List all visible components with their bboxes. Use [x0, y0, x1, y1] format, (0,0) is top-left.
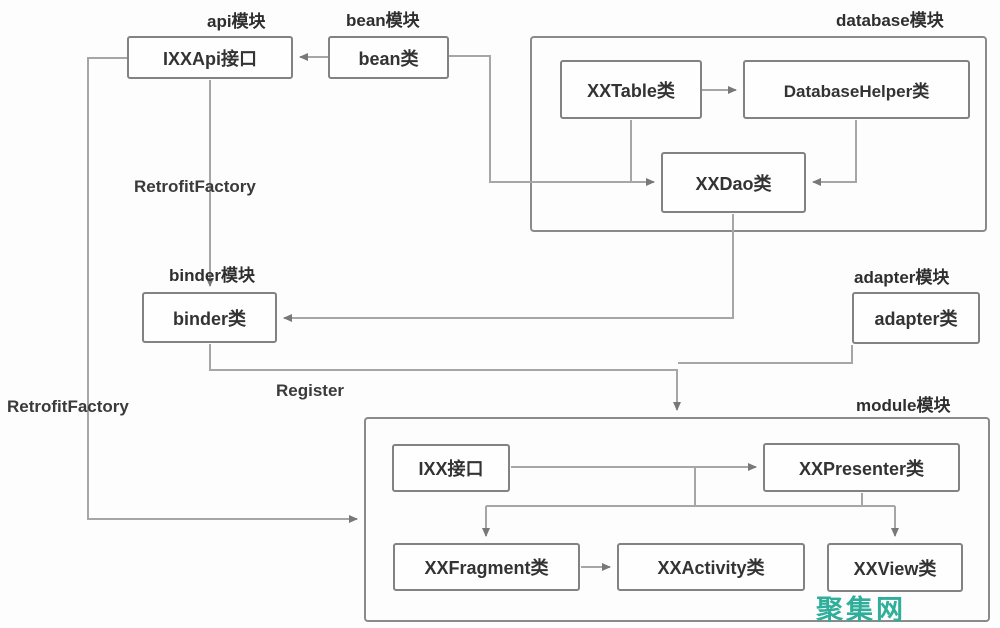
edge-binder-to-module: [209, 344, 681, 411]
node-binder-class: binder类: [142, 292, 277, 343]
node-ixxapi-interface: IXXApi接口: [127, 36, 293, 79]
binder-module-label: binder模块: [169, 266, 255, 285]
node-xxtable-class: XXTable类: [560, 60, 702, 119]
adapter-module-label: adapter模块: [854, 268, 950, 287]
retrofit-factory-label-top: RetrofitFactory: [134, 177, 256, 196]
node-xxpresenter-class: XXPresenter类: [763, 443, 960, 492]
retrofit-factory-label-bottom: RetrofitFactory: [7, 397, 129, 416]
node-adapter-class: adapter类: [852, 292, 980, 344]
bean-module-label: bean模块: [346, 11, 420, 30]
node-bean-class: bean类: [328, 36, 449, 79]
node-xxactivity-class: XXActivity类: [617, 543, 805, 591]
register-label: Register: [276, 381, 345, 400]
edge-adapter-to-module: [678, 345, 853, 364]
edge-bean-to-xxdao: [449, 55, 655, 186]
api-module-label: api模块: [207, 12, 266, 31]
module-module-container: [364, 417, 990, 622]
edge-databasehelper-to-xxdao: [812, 120, 857, 186]
module-module-label: module模块: [856, 396, 951, 415]
edge-ixxapi-to-module: [87, 57, 358, 523]
edge-xxdao-to-binder: [283, 214, 734, 322]
node-ixx-interface: IXX接口: [392, 444, 510, 492]
node-databasehelper-class: DatabaseHelper类: [743, 60, 970, 119]
database-module-label: database模块: [836, 11, 944, 30]
watermark-juji-wang: 聚集网: [816, 595, 906, 625]
node-xxdao-class: XXDao类: [661, 152, 806, 213]
node-xxview-class: XXView类: [827, 543, 963, 592]
edge-branch-bus: [486, 467, 895, 507]
node-xxfragment-class: XXFragment类: [393, 543, 580, 591]
database-module-container: [530, 36, 987, 232]
